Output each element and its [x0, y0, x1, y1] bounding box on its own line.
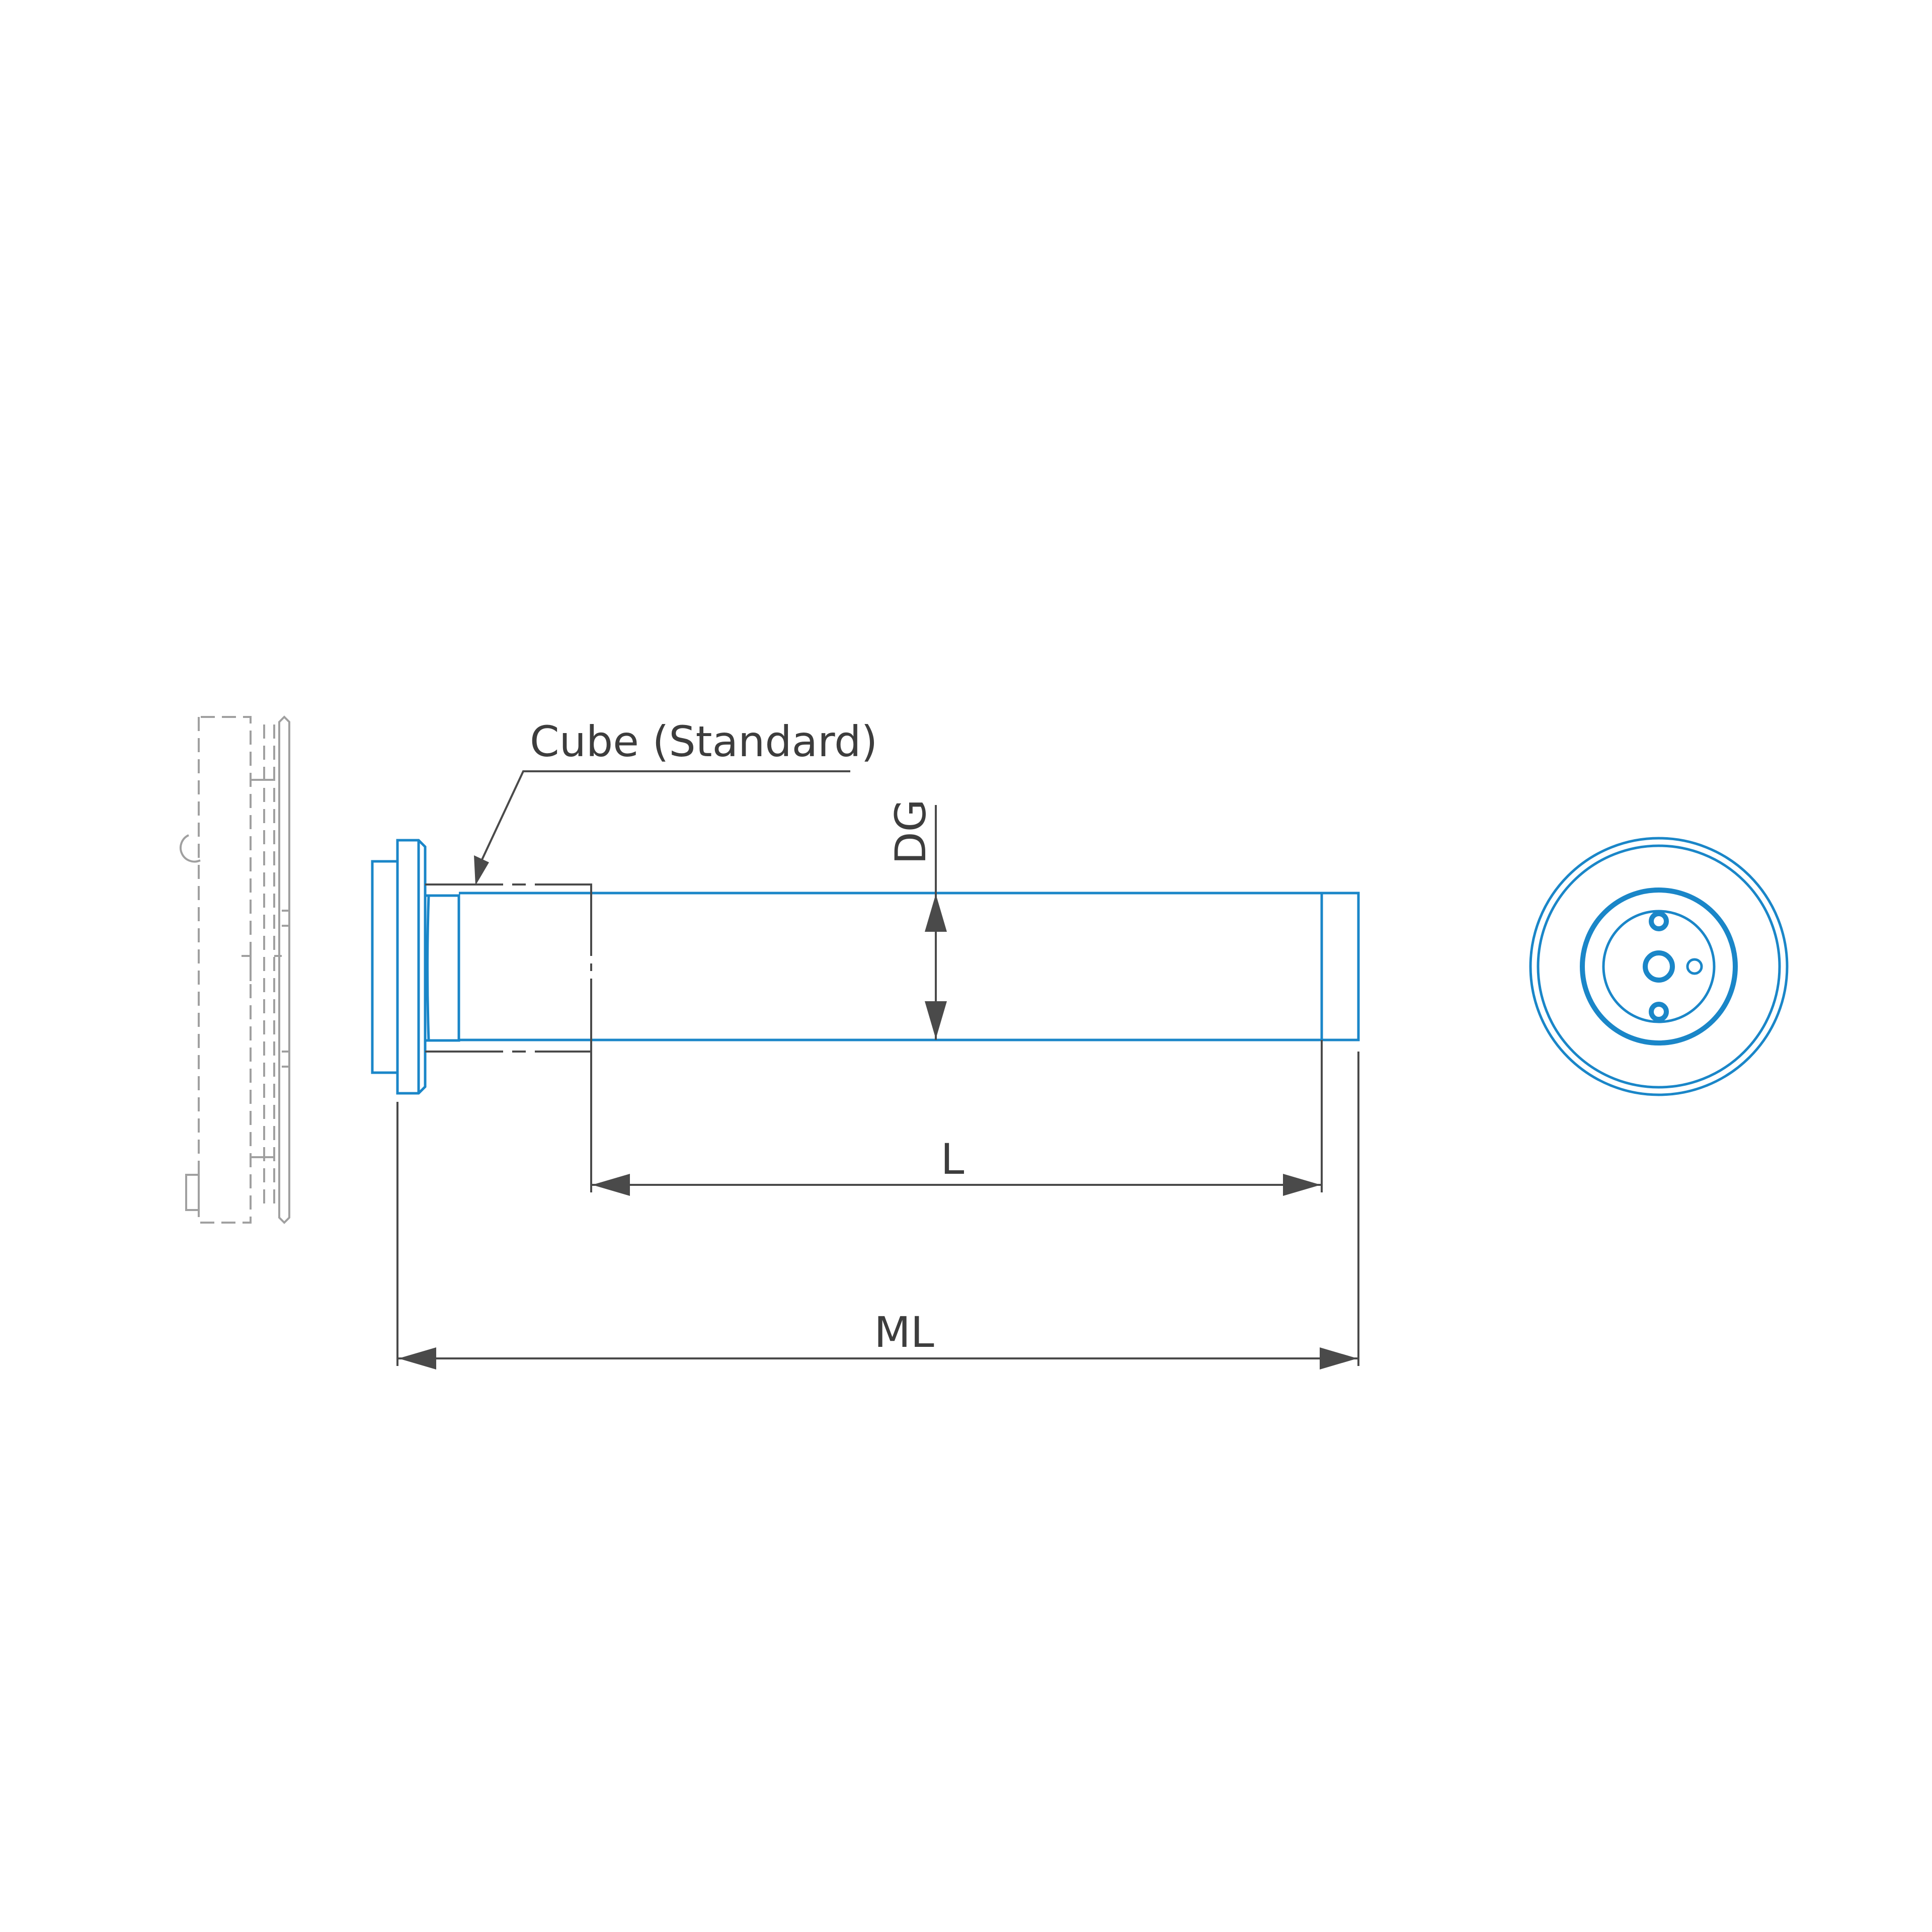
end-view-flange-ring [1580, 888, 1738, 1045]
cube-label: Cube (Standard) [530, 717, 877, 766]
ghost-assembly-outline [180, 715, 290, 1224]
part-side-view [371, 839, 1360, 1095]
end-view-port-bottom [1649, 1002, 1669, 1022]
part-end-view [1529, 837, 1789, 1096]
dg-dimension [925, 805, 947, 1040]
flange-outer-plate [371, 860, 399, 1074]
dg-label: DG [886, 799, 935, 864]
cube-leader [474, 770, 850, 886]
cube-body [425, 894, 460, 1042]
l-label: L [941, 1135, 964, 1184]
end-view-outer-ring [1529, 837, 1789, 1096]
end-view-port-right [1686, 958, 1703, 975]
flange-inner-plate [396, 839, 427, 1095]
end-view-center-port [1643, 950, 1675, 983]
tube-body [459, 892, 1360, 1041]
l-dimension [590, 1040, 1323, 1196]
ml-label: ML [874, 1308, 934, 1357]
end-view-port-top [1649, 911, 1669, 931]
ml-dimension [396, 1052, 1359, 1370]
